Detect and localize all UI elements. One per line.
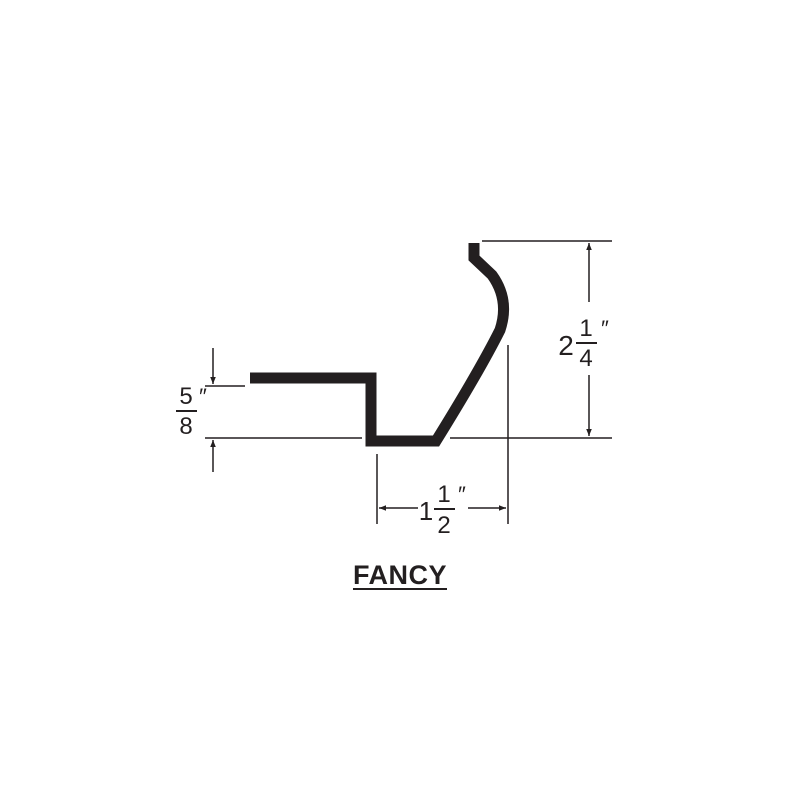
- width-unit: ″: [457, 482, 466, 507]
- extension-lines: [205, 240, 612, 524]
- height-denominator: 4: [579, 345, 592, 372]
- step-denominator: 8: [179, 413, 192, 440]
- width-numerator: 1: [437, 481, 450, 508]
- step-unit: ″: [198, 384, 207, 409]
- width-whole: 1: [419, 496, 433, 526]
- step-dimension: 5 8 ″: [176, 348, 216, 472]
- step-numerator: 5: [179, 383, 192, 410]
- width-denominator: 2: [437, 512, 450, 539]
- height-numerator: 1: [579, 315, 592, 342]
- molding-profile: [250, 243, 510, 447]
- height-whole: 2: [558, 330, 574, 361]
- width-dimension: 1 1 2 ″: [379, 481, 506, 539]
- profile-title: FANCY: [352, 560, 447, 590]
- height-dimension: 2 1 4 ″: [558, 243, 609, 436]
- height-unit: ″: [600, 316, 609, 341]
